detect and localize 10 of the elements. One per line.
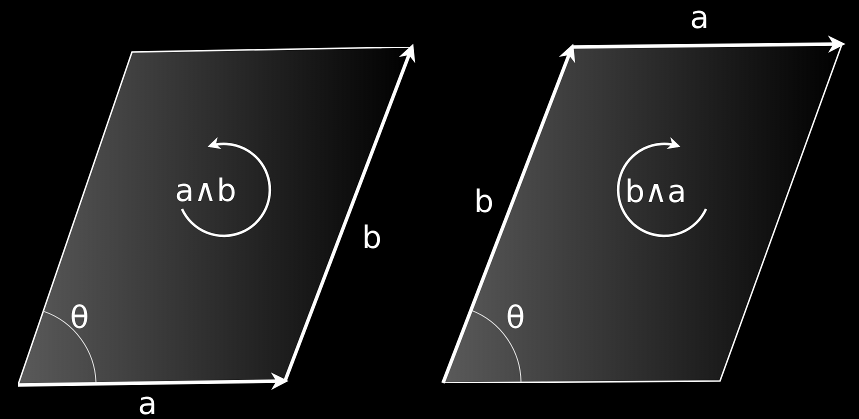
- parallelogram: [443, 44, 842, 383]
- wedge-label: a∧b: [175, 173, 236, 209]
- vector-label: b: [362, 220, 382, 256]
- wedge-label: b∧a: [625, 174, 686, 210]
- angle-label: θ: [70, 300, 89, 336]
- parallelogram: [18, 47, 412, 385]
- vector-label: b: [474, 184, 494, 220]
- vector-label: a: [690, 0, 709, 36]
- vector-label: a: [138, 386, 157, 419]
- angle-label: θ: [506, 300, 525, 336]
